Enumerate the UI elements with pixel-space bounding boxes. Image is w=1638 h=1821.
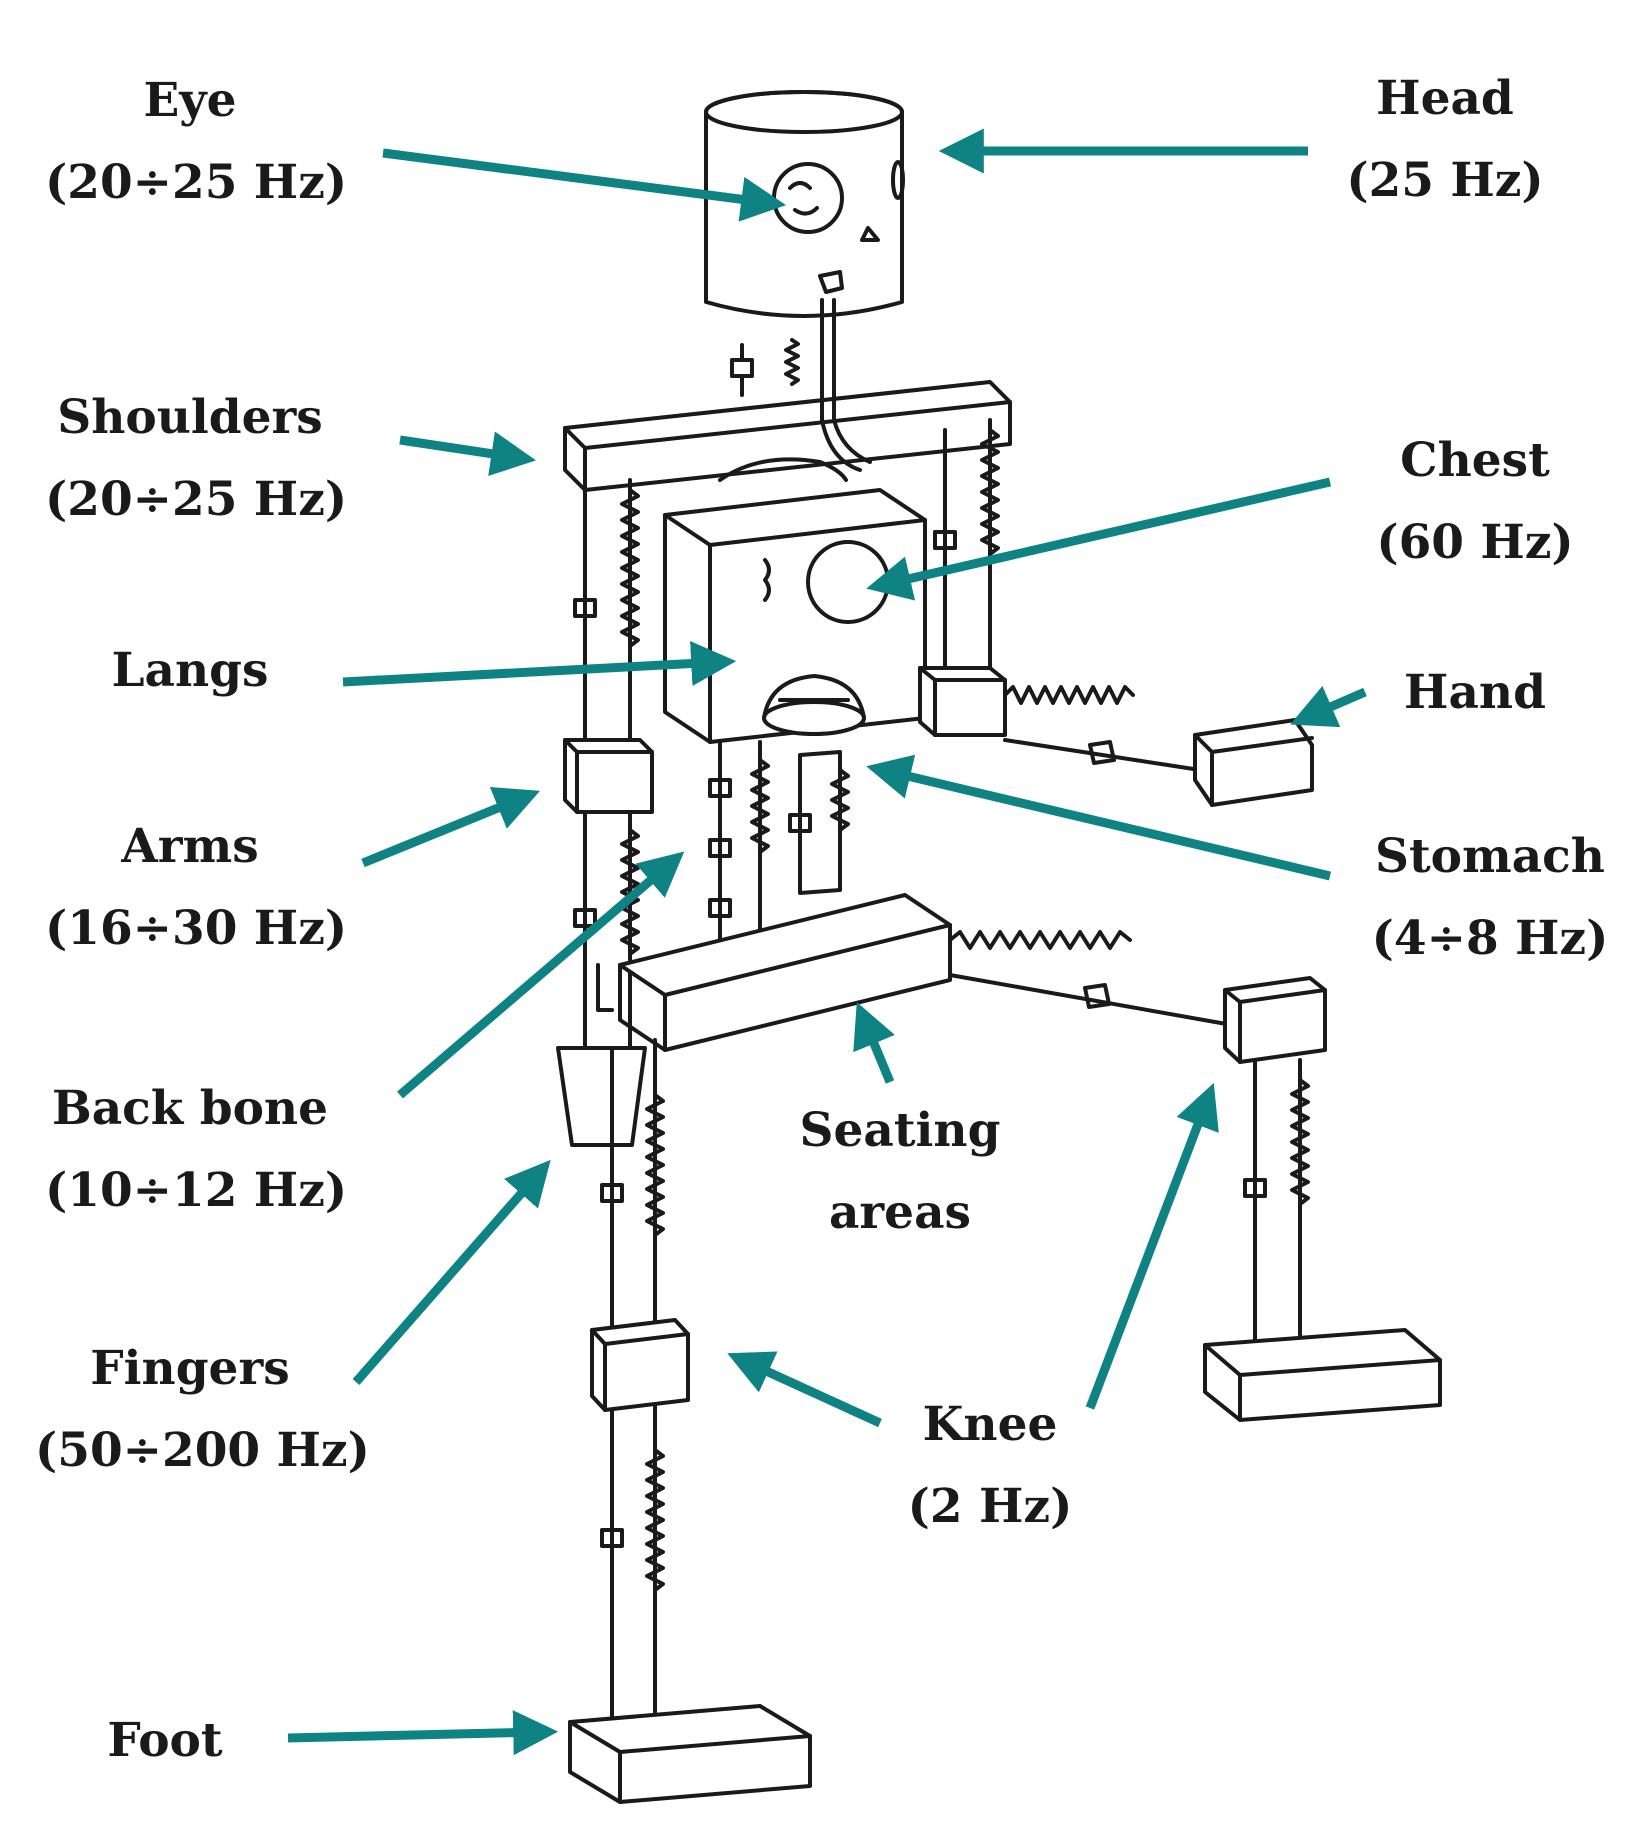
foot-name: Foot: [107, 1713, 223, 1768]
knee-upper-arrow: [1085, 1082, 1219, 1410]
stomach-arrow: [866, 754, 1332, 881]
foot-arrow: [287, 1710, 559, 1756]
mechanical-figure: [556, 90, 1442, 1804]
label-knee: Knee (2 Hz): [845, 1384, 1135, 1548]
label-foot: Foot: [20, 1700, 310, 1782]
arms-arrow: [361, 787, 541, 868]
head-freq: (25 Hz): [1346, 153, 1544, 208]
stomach-name: Stomach: [1375, 829, 1605, 884]
thigh: [948, 930, 1327, 1064]
back-bone-arrow: [397, 851, 685, 1099]
label-head: Head (25 Hz): [1300, 58, 1590, 222]
langs-name: Langs: [111, 643, 269, 698]
back-bone-name: Back bone: [51, 1081, 328, 1136]
knee-lower-arrow: [727, 1351, 882, 1428]
shoulders-arrow: [399, 431, 537, 476]
label-fingers: Fingers (50÷200 Hz): [35, 1328, 370, 1492]
eye-freq: (20÷25 Hz): [45, 155, 348, 210]
arms-name: Arms: [121, 819, 259, 874]
left-lower-leg: [568, 1038, 812, 1804]
abdomen-springs: [708, 740, 850, 942]
label-eye: Eye (20÷25 Hz): [45, 60, 348, 224]
hand-arrow: [1290, 685, 1367, 728]
arms-freq: (16÷30 Hz): [45, 901, 348, 956]
shoulders-name: Shoulders: [57, 390, 323, 445]
head-name: Head: [1376, 71, 1514, 126]
neck-spring: [784, 338, 800, 386]
neck-damper: [730, 343, 754, 397]
seating-areas-line2: areas: [828, 1185, 972, 1240]
head-block: [704, 90, 905, 347]
label-seating-areas: Seating areas: [755, 1090, 1045, 1254]
fingers-arrow: [352, 1159, 551, 1385]
fingers-freq: (50÷200 Hz): [35, 1423, 370, 1478]
knee-name: Knee: [922, 1397, 1058, 1452]
pointer-arrows: [287, 128, 1367, 1756]
pelvis-block: [618, 893, 952, 1052]
forearm: [1003, 685, 1314, 807]
label-chest: Chest (60 Hz): [1330, 420, 1620, 584]
label-shoulders: Shoulders (20÷25 Hz): [45, 377, 348, 541]
label-arms: Arms (16÷30 Hz): [45, 806, 348, 970]
shoulder-bar: [563, 380, 1012, 492]
eye-name: Eye: [143, 73, 237, 128]
right-arm: [918, 418, 1007, 737]
hand-name: Hand: [1404, 665, 1546, 720]
back-bone-freq: (10÷12 Hz): [45, 1163, 348, 1218]
right-lower-leg: [1203, 1058, 1442, 1422]
chest-arrow: [866, 477, 1332, 601]
stomach-freq: (4÷8 Hz): [1371, 911, 1609, 966]
label-stomach: Stomach (4÷8 Hz): [1345, 816, 1635, 980]
langs-arrow: [342, 641, 737, 687]
chest-name: Chest: [1400, 433, 1550, 488]
fingers-name: Fingers: [90, 1341, 290, 1396]
seating-areas-arrow: [853, 1002, 895, 1084]
stomach-dome: [762, 674, 866, 736]
left-arm: [556, 478, 654, 1147]
chest-freq: (60 Hz): [1376, 515, 1574, 570]
knee-freq: (2 Hz): [907, 1479, 1073, 1534]
label-back-bone: Back bone (10÷12 Hz): [45, 1068, 348, 1232]
shoulders-freq: (20÷25 Hz): [45, 472, 348, 527]
eye-arrow: [382, 148, 787, 222]
label-langs: Langs: [45, 630, 335, 712]
seating-areas-line1: Seating: [799, 1103, 1001, 1158]
label-hand: Hand: [1330, 652, 1620, 734]
